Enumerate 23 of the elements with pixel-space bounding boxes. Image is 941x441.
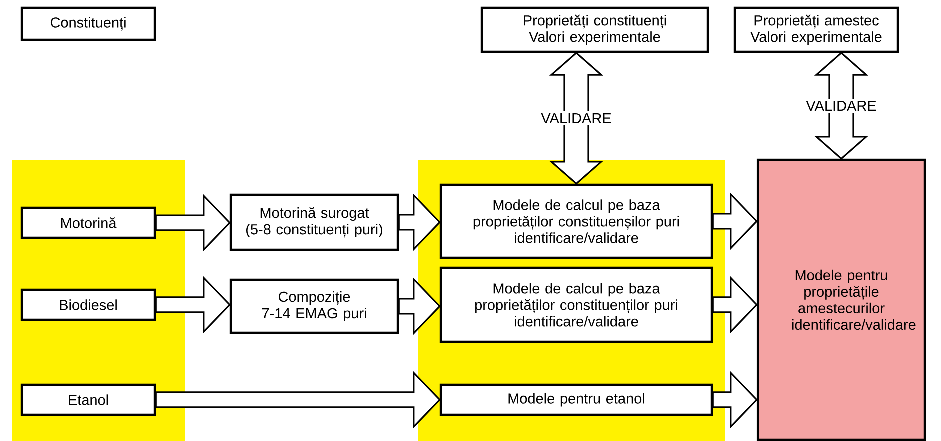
process-box: Compoziție 7-14 EMAG puri [230, 278, 400, 334]
block-arrow [712, 276, 758, 334]
text-box: Constituenți [20, 6, 156, 42]
block-arrow [712, 192, 758, 250]
process-box: Motorină surogat (5-8 constituenți puri) [230, 194, 400, 252]
edge-label: VALIDARE [804, 99, 879, 113]
data-box: Proprietăți amestec Valori experimentale [734, 6, 900, 54]
block-arrow [155, 371, 442, 429]
block-arrow [398, 278, 442, 336]
block-arrow [549, 52, 604, 185]
model-box: Modele de calcul pe baza proprietăților constituenșilor puri identificare/validare [440, 184, 714, 260]
result-box: Modele pentru proprietățile amestecurilor identificare/validare [756, 158, 926, 441]
block-arrow [155, 194, 232, 252]
edge-label: VALIDARE [539, 112, 614, 126]
input-box: Motorină [20, 206, 156, 240]
block-arrow [155, 276, 232, 334]
block-arrow [398, 194, 442, 252]
input-box: Etanol [20, 384, 156, 416]
block-arrow [712, 371, 758, 429]
data-box: Proprietăți constituenți Valori experimentale [480, 6, 710, 54]
model-box: Modele pentru etanol [440, 384, 714, 416]
model-box: Modele de calcul pe baza proprietăților constituenților puri identificare/validare [440, 266, 714, 344]
input-box: Biodiesel [20, 288, 156, 322]
